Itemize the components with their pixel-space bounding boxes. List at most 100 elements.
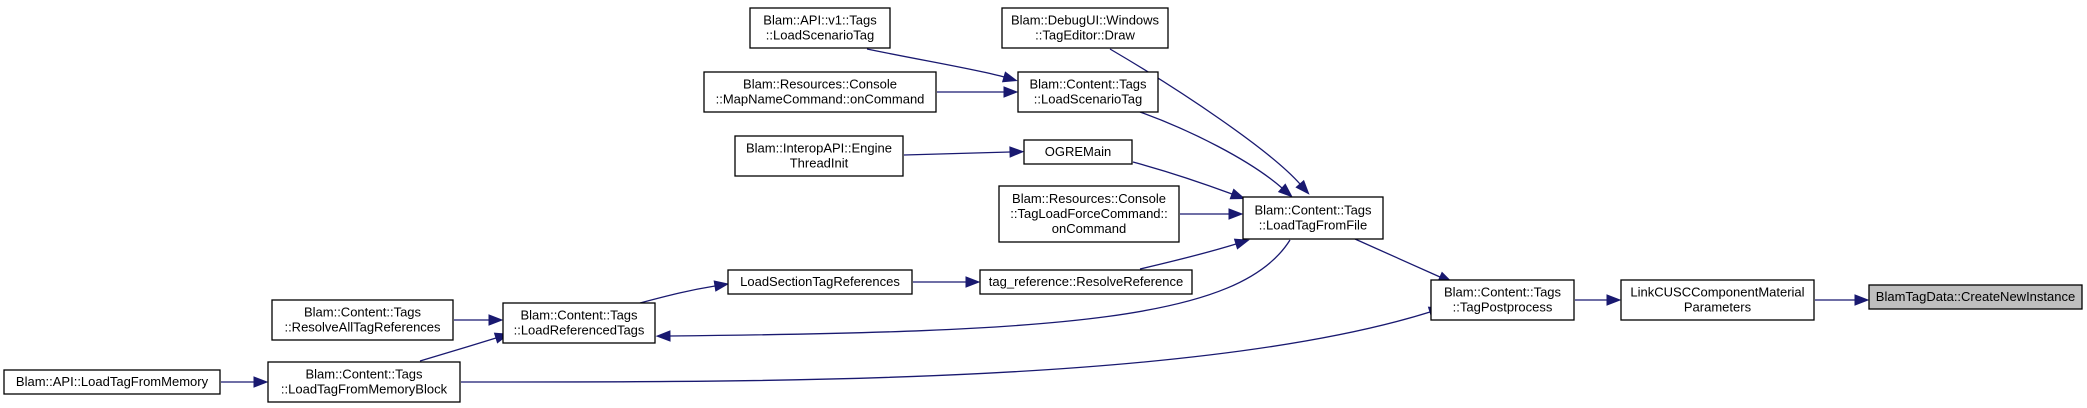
node-box [1430,279,1575,321]
node-label: Blam::Resources::Console [1012,191,1166,206]
node-label: ::ResolveAllTagReferences [284,320,441,335]
node-label: ::LoadTagFromMemoryBlock [281,382,448,397]
node-resolve-all-tag-references[interactable]: Blam::Content::Tags::ResolveAllTagRefere… [271,299,454,341]
edge-line [1354,238,1441,278]
node-box [998,185,1180,243]
node-label: Parameters [1684,300,1752,315]
node-tag-postprocess[interactable]: Blam::Content::Tags::TagPostprocess [1430,279,1575,321]
edge-line [1109,48,1301,185]
arrowhead-icon [488,314,504,326]
arrowhead-icon [1009,146,1025,158]
node-label: ::LoadScenarioTag [1034,92,1142,107]
node-box [1017,71,1159,113]
node-content-load-scenario-tag[interactable]: Blam::Content::Tags::LoadScenarioTag [1017,71,1159,113]
edge-tag-load-force-command-to-load-tag-from-file [1180,208,1244,220]
arrowhead-icon [1233,238,1250,250]
edge-tag-postprocess-to-link-cusc [1575,294,1622,306]
graph-nodes: BlamTagData::CreateNewInstance LinkCUSCCo… [3,7,2083,403]
edge-map-name-command-to-content-load-scenario-tag [937,86,1019,98]
node-box [734,135,904,177]
edge-line [1139,243,1237,270]
node-load-referenced-tags[interactable]: Blam::Content::Tags::LoadReferencedTags [502,302,656,344]
node-map-name-command[interactable]: Blam::Resources::Console::MapNameCommand… [703,71,937,113]
edge-ogre-main-to-load-tag-from-file [1132,161,1246,200]
node-label: OGREMain [1045,144,1111,159]
node-load-tag-from-file[interactable]: Blam::Content::Tags::LoadTagFromFile [1242,196,1384,240]
node-label: ::MapNameCommand::onCommand [716,92,925,107]
node-label: ThreadInit [790,156,849,171]
node-label: Blam::Content::Tags [1029,77,1147,92]
arrowhead-icon [965,276,981,288]
node-label: ::TagEditor::Draw [1035,28,1135,43]
node-label: LinkCUSCComponentMaterial [1630,285,1804,300]
node-label: ::LoadScenarioTag [766,28,874,43]
node-api-v1-load-scenario-tag[interactable]: Blam::API::v1::Tags::LoadScenarioTag [749,7,891,49]
node-label: Blam::Content::Tags [520,308,638,323]
node-box [267,361,461,403]
edge-api-load-tag-from-memory-to-load-tag-from-memory-block [221,376,269,388]
node-box [502,302,656,344]
node-label: Blam::API::LoadTagFromMemory [16,374,209,389]
edge-load-tag-from-file-to-load-referenced-tags [655,239,1291,342]
node-box [1868,284,2083,310]
edge-api-v1-load-scenario-tag-to-content-load-scenario-tag [866,48,1018,83]
arrowhead-icon [1277,183,1293,198]
node-box [727,269,913,295]
arrowhead-icon [655,330,671,342]
arrowhead-icon [1228,208,1244,220]
arrowhead-icon [1295,179,1310,195]
node-box [271,299,454,341]
node-label: Blam::Content::Tags [1444,285,1562,300]
node-tag-load-force-command[interactable]: Blam::Resources::Console::TagLoadForceCo… [998,185,1180,243]
edge-link-cusc-to-create-new-instance [1815,294,1870,306]
node-box [979,269,1193,295]
edge-load-referenced-tags-to-load-section-tag-references [639,280,730,304]
edge-line [1139,111,1283,189]
arrowhead-icon [1229,188,1246,200]
node-label: Blam::Content::Tags [1254,203,1372,218]
edge-engine-thread-init-to-ogre-main [903,146,1025,158]
node-box [3,369,221,395]
edge-load-section-tag-references-to-resolve-reference [913,276,981,288]
node-label: LoadSectionTagReferences [740,274,900,289]
edge-resolve-reference-to-load-tag-from-file [1139,238,1250,270]
edge-line [903,151,1011,156]
node-label: ::LoadReferencedTags [514,323,645,338]
node-api-load-tag-from-memory[interactable]: Blam::API::LoadTagFromMemory [3,369,221,395]
arrowhead-icon [1003,86,1019,98]
node-box [749,7,891,49]
node-box [1242,196,1384,240]
node-label: Blam::InteropAPI::Engine [746,141,892,156]
node-label: Blam::Resources::Console [743,77,897,92]
node-box [703,71,937,113]
arrowhead-icon [1001,71,1018,83]
edge-load-tag-from-file-to-tag-postprocess [1354,238,1454,283]
node-label: Blam::Content::Tags [305,367,423,382]
node-tag-editor-draw[interactable]: Blam::DebugUI::Windows::TagEditor::Draw [1001,7,1169,49]
node-load-section-tag-references[interactable]: LoadSectionTagReferences [727,269,913,295]
edge-tag-editor-draw-to-load-tag-from-file [1109,48,1310,195]
node-ogre-main[interactable]: OGREMain [1023,139,1133,165]
node-label: onCommand [1052,221,1126,236]
edge-resolve-all-tag-references-to-load-referenced-tags [454,314,504,326]
node-create-new-instance[interactable]: BlamTagData::CreateNewInstance [1868,284,2083,310]
edge-line [1132,161,1233,195]
edge-line [669,239,1291,337]
node-box [1620,279,1815,321]
node-box [1001,7,1169,49]
node-label: ::TagPostprocess [1453,300,1553,315]
arrowhead-icon [253,376,269,388]
node-label: ::LoadTagFromFile [1259,218,1367,233]
edge-line [639,285,716,304]
node-label: Blam::DebugUI::Windows [1011,13,1160,28]
node-resolve-reference[interactable]: tag_reference::ResolveReference [979,269,1193,295]
node-box [1023,139,1133,165]
node-load-tag-from-memory-block[interactable]: Blam::Content::Tags::LoadTagFromMemoryBl… [267,361,461,403]
node-label: tag_reference::ResolveReference [989,274,1183,289]
arrowhead-icon [713,280,730,292]
arrowhead-icon [1854,294,1870,306]
node-label: BlamTagData::CreateNewInstance [1876,289,2075,304]
